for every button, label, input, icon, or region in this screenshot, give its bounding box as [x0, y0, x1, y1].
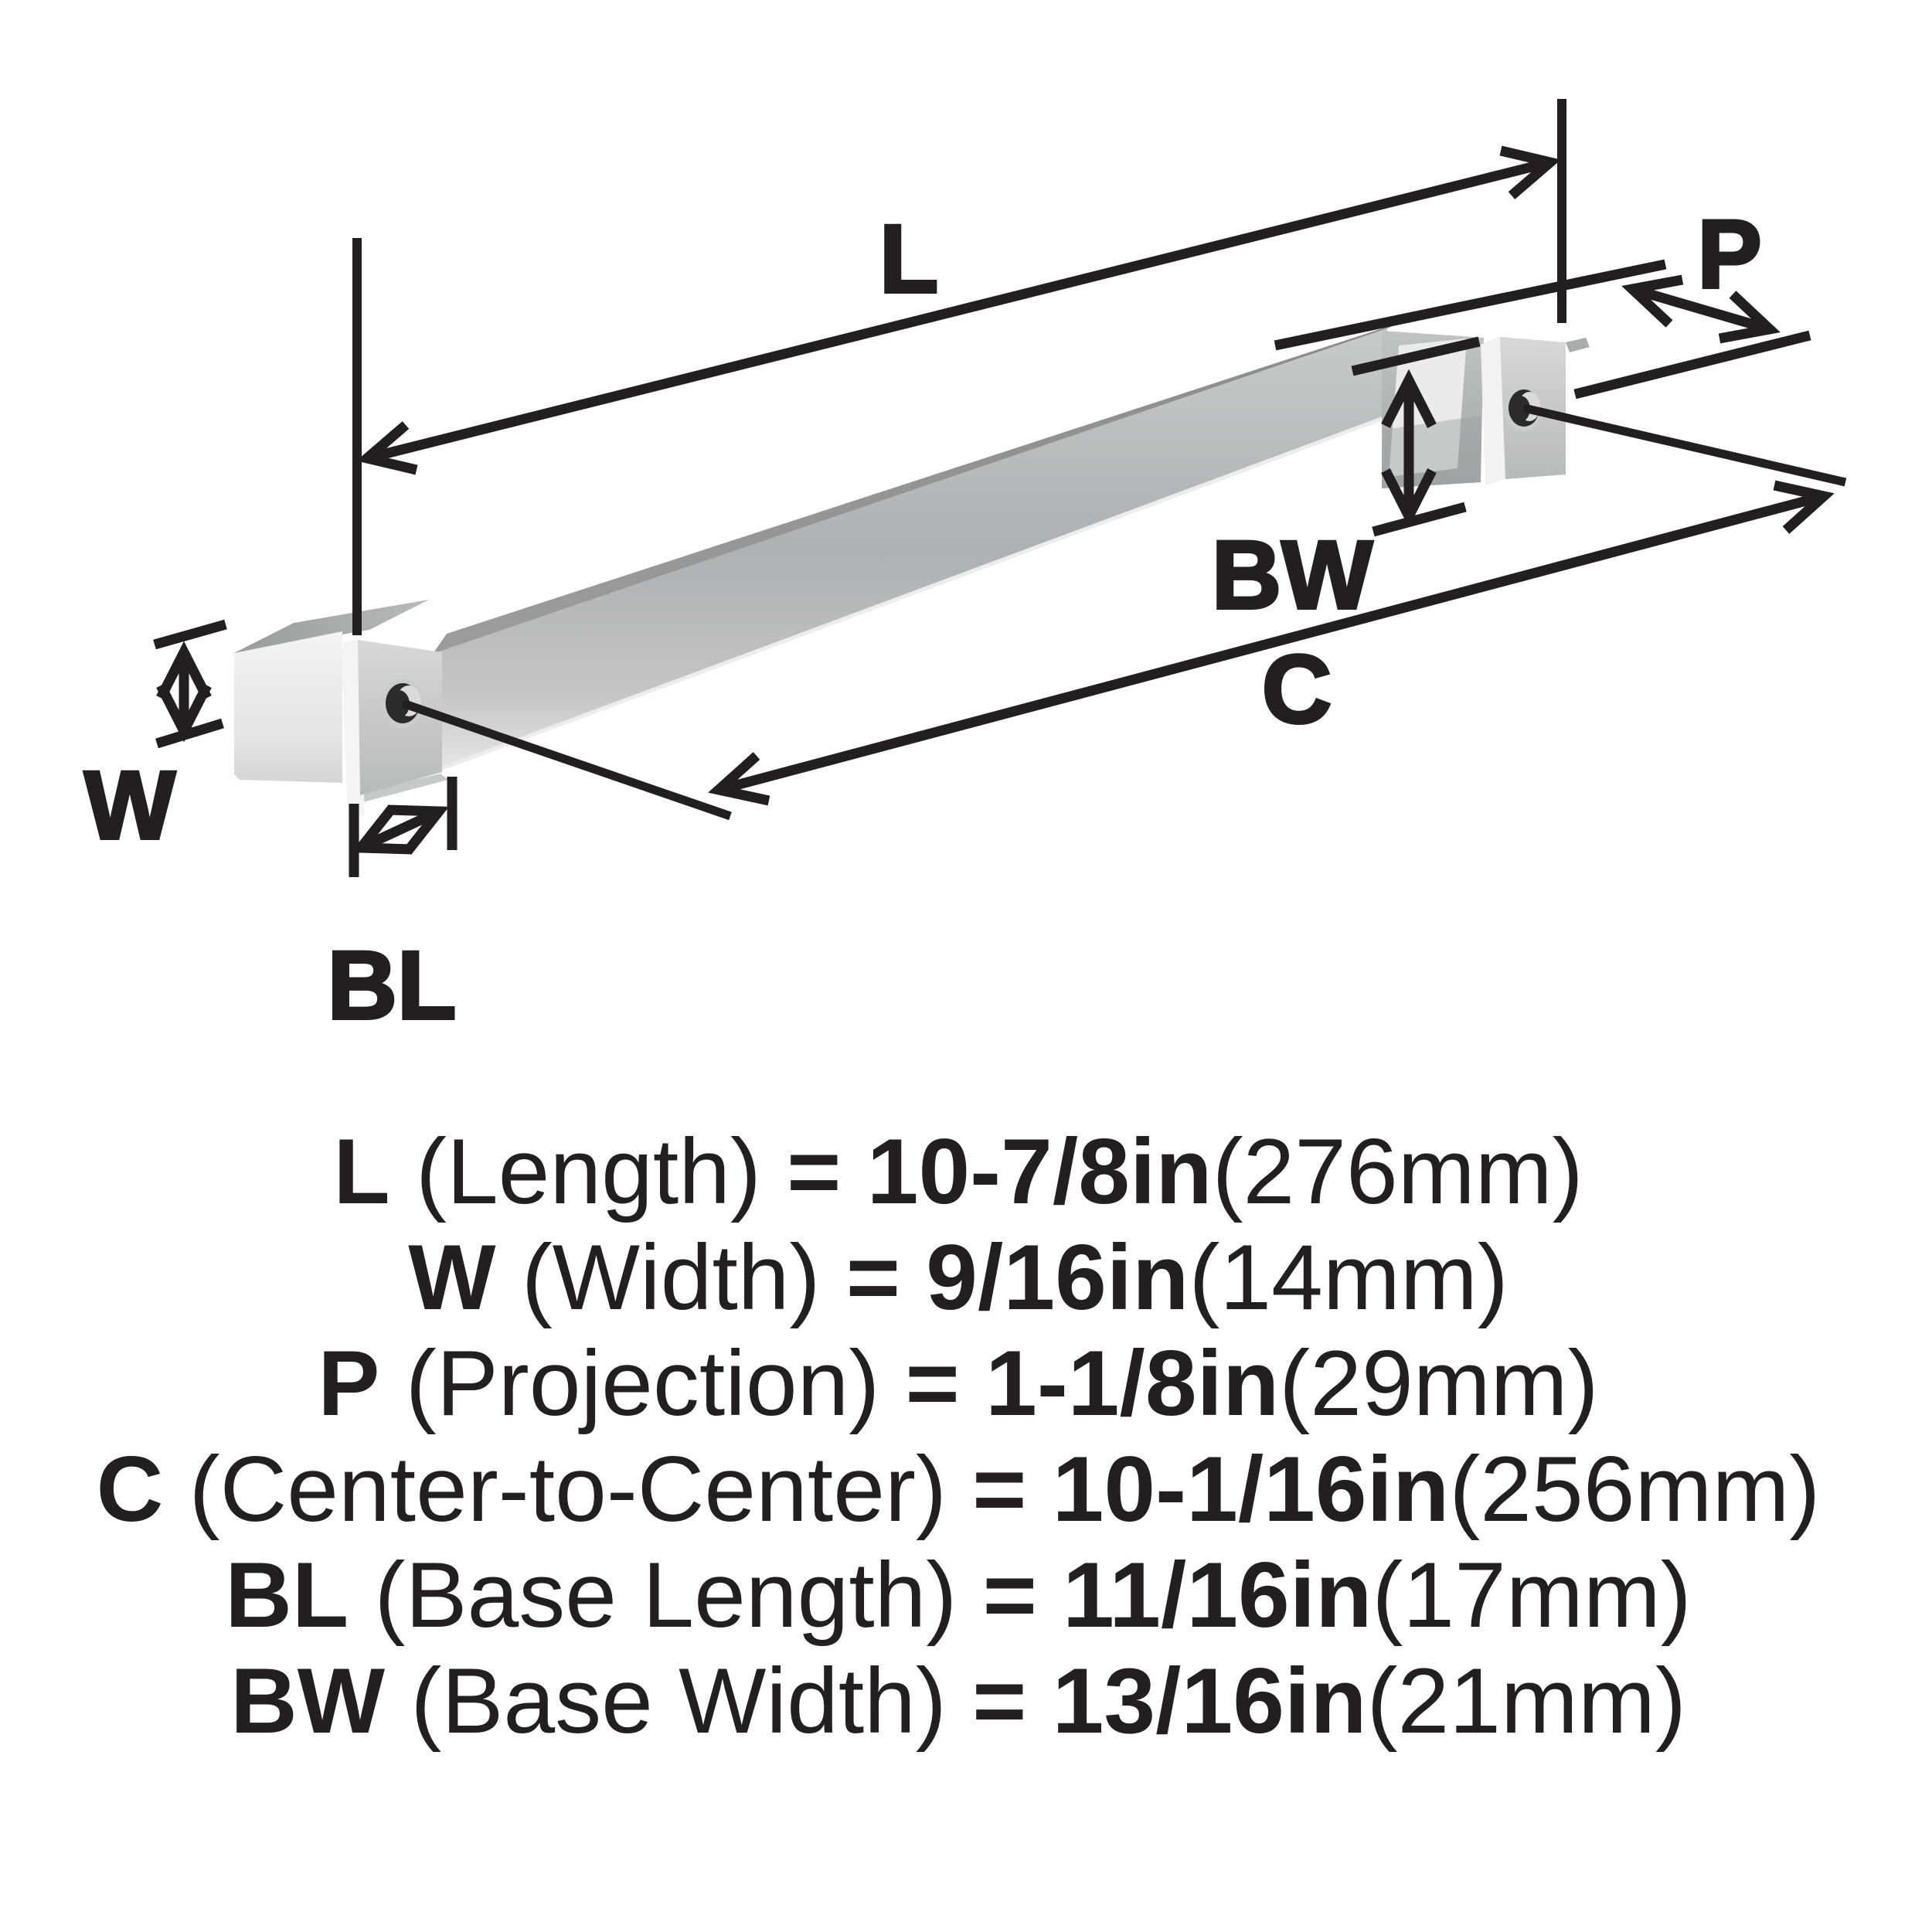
spec-line-center-to-center: C (Center-to-Center) = 10-1/16in(256mm)	[97, 1437, 1821, 1541]
left-base-plate	[341, 640, 442, 816]
center-arrowhead-right	[1773, 480, 1835, 534]
spec-line-length: L (Length) = 10-7/8in(276mm)	[333, 1120, 1583, 1223]
base-width-arrowhead-bottom	[1381, 468, 1437, 528]
dim-length: L	[352, 99, 1566, 635]
right-plate-bevel	[1481, 337, 1505, 485]
projection-ext-line-front	[1573, 330, 1811, 400]
dim-base-width: BW	[1210, 336, 1481, 631]
spec-metric: (29mm)	[1279, 1332, 1598, 1435]
handle-bar	[433, 322, 1401, 774]
dim-width: W	[83, 619, 227, 861]
base-length-dim-line	[359, 807, 441, 852]
spec-desc: (Width)	[495, 1226, 845, 1329]
spec-code: W	[408, 1226, 496, 1329]
spec-code: C	[97, 1437, 164, 1541]
spec-metric: (21mm)	[1367, 1649, 1686, 1753]
spec-code: P	[318, 1332, 379, 1435]
label-width: W	[84, 752, 175, 859]
left-foot-top-face	[234, 600, 429, 653]
spec-desc: (Length)	[390, 1120, 787, 1223]
base-width-arrowhead-top	[1381, 369, 1437, 428]
width-tick-bottom	[155, 718, 224, 749]
width-tick-top	[153, 619, 227, 650]
label-length: L	[879, 206, 938, 313]
length-dim-line	[366, 157, 1552, 464]
spec-desc: (Base Length)	[349, 1543, 983, 1647]
label-projection: P	[1697, 201, 1761, 308]
spec-value: = 13/16in	[972, 1649, 1366, 1753]
base-length-arrowhead-right	[387, 804, 450, 855]
spec-code: L	[333, 1120, 389, 1223]
spec-metric: (276mm)	[1213, 1120, 1583, 1223]
base-width-tick-bottom	[1372, 502, 1467, 537]
spec-line-projection: P (Projection) = 1-1/8in(29mm)	[318, 1332, 1598, 1435]
spec-metric: (17mm)	[1372, 1543, 1691, 1647]
spec-value: = 11/16in	[983, 1543, 1372, 1647]
left-foot	[234, 600, 448, 804]
spec-line-base-width: BW (Base Width) = 13/16in(21mm)	[230, 1649, 1686, 1753]
spec-value: = 10-1/16in	[972, 1437, 1449, 1541]
spec-value: = 10-7/8in	[787, 1120, 1212, 1223]
projection-arrowhead-right	[1718, 291, 1781, 344]
dim-projection: P	[1274, 199, 1811, 400]
label-base-length: BL	[328, 932, 457, 1039]
spec-code: BL	[225, 1543, 349, 1647]
spec-metric: (14mm)	[1189, 1226, 1508, 1329]
bar-bottom-highlight	[434, 415, 1386, 774]
length-arrowhead-left	[356, 421, 418, 475]
spec-desc: (Center-to-Center)	[163, 1437, 972, 1541]
base-width-tick-top	[1351, 336, 1481, 376]
spec-metric: (256mm)	[1449, 1437, 1820, 1541]
projection-arrowhead-left	[1621, 274, 1684, 328]
label-base-width: BW	[1212, 522, 1372, 629]
bar-top-face	[433, 322, 1401, 654]
spec-desc: (Projection)	[379, 1332, 905, 1435]
bar-front-face	[433, 328, 1387, 773]
left-foot-side-face	[234, 631, 342, 783]
center-dim-line	[717, 491, 1825, 795]
label-center-to-center: C	[1262, 636, 1332, 743]
base-length-arrowhead-left	[350, 804, 413, 855]
spec-line-base-length: BL (Base Length) = 11/16in(17mm)	[225, 1543, 1692, 1647]
length-arrowhead-right	[1499, 145, 1561, 199]
center-leader-right	[1522, 403, 1847, 487]
spec-code: BW	[230, 1649, 386, 1753]
spec-desc: (Base Width)	[385, 1649, 972, 1753]
dim-center-to-center: C	[401, 403, 1847, 821]
width-arrowhead-bottom	[156, 683, 212, 743]
center-arrowhead-left	[708, 752, 770, 806]
spec-value: = 9/16in	[846, 1226, 1189, 1329]
width-arrowhead-top	[156, 641, 212, 700]
dim-base-length: BL	[326, 777, 457, 1041]
spec-line-width: W (Width) = 9/16in(14mm)	[408, 1226, 1509, 1329]
projection-dim-line	[1631, 284, 1771, 335]
left-foot-bottom-sliver	[349, 774, 448, 804]
right-foot-back-tab	[1566, 338, 1590, 352]
projection-ext-line-back	[1274, 259, 1667, 351]
spec-list: L (Length) = 10-7/8in(276mm) W (Width) =…	[97, 1120, 1821, 1753]
center-leader-left	[401, 699, 732, 821]
spec-value: = 1-1/8in	[906, 1332, 1280, 1435]
